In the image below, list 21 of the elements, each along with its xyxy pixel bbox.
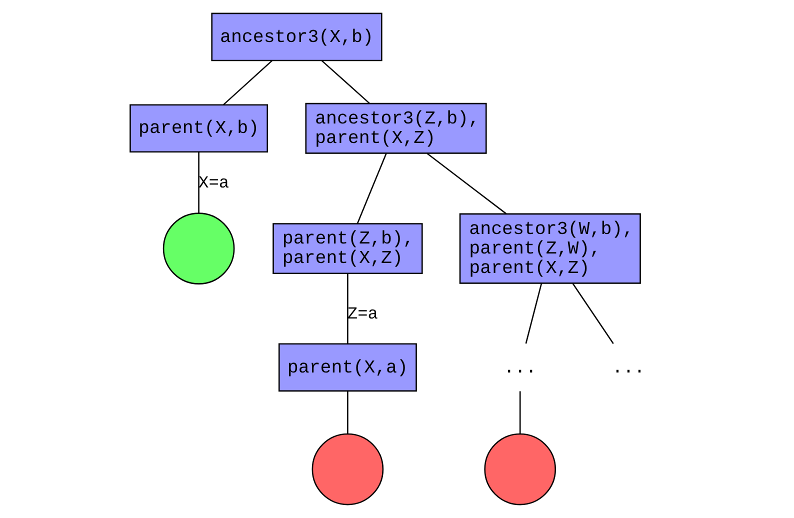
connector [356, 153, 387, 224]
node-text: ... [504, 358, 537, 378]
connector [572, 283, 614, 344]
node-box: ancestor3(X,b) [211, 12, 382, 62]
node-circle [312, 433, 384, 506]
connector [198, 152, 200, 214]
node-text: ... [612, 358, 645, 378]
node-box: ancestor3(Z,b), parent(X,Z) [305, 102, 487, 154]
connector [321, 60, 370, 104]
connector [347, 273, 348, 344]
node-box: parent(X,a) [278, 343, 417, 392]
node-circle [484, 433, 556, 506]
node-box: ancestor3(W,b), parent(Z,W), parent(X,Z) [459, 213, 641, 284]
connector [426, 152, 507, 214]
connector [525, 283, 542, 344]
connector [347, 391, 348, 434]
connector [223, 60, 272, 106]
node-circle [162, 212, 235, 284]
connector [519, 391, 521, 434]
node-box: parent(Z,b), parent(X,Z) [272, 223, 423, 274]
node-box: parent(X,b) [130, 104, 268, 153]
